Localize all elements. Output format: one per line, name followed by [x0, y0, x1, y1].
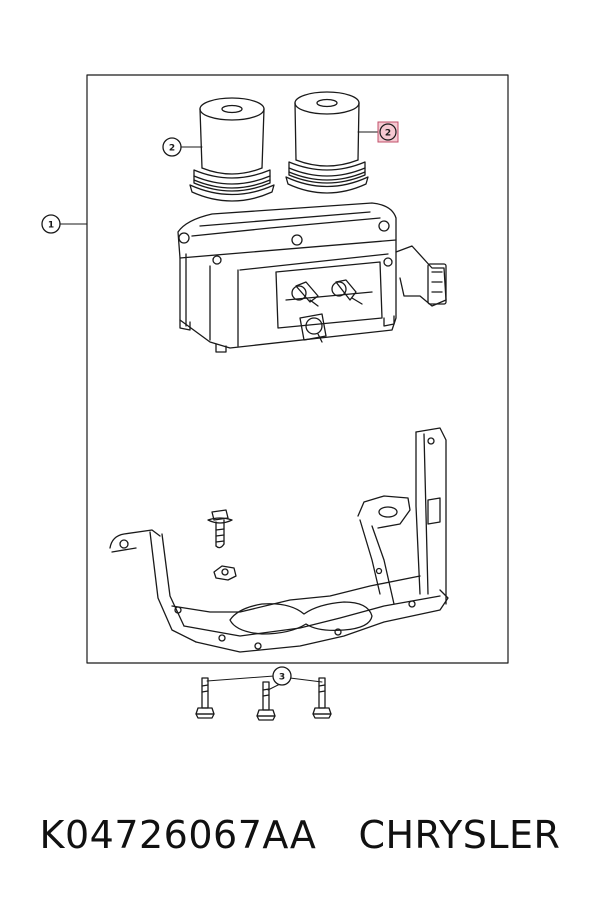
fitting-right [331, 279, 363, 305]
assembly-frame [86, 74, 509, 664]
electrical-connector [395, 245, 447, 307]
leader-line-3a [206, 675, 275, 682]
mounting-bracket [109, 427, 449, 653]
callout-2-right-label: 2 [385, 129, 391, 139]
brand-name: CHRYSLER [358, 813, 561, 857]
leader-line-3c [289, 677, 323, 683]
filter-cartridge-left [189, 97, 275, 202]
callout-3-label: 3 [279, 673, 285, 683]
part-caption: K04726067AA CHRYSLER [0, 800, 600, 870]
callout-1-label: 1 [48, 221, 54, 231]
leader-line-3b [267, 683, 281, 691]
nut [213, 565, 237, 581]
bolt-1 [195, 677, 215, 719]
fitting-left [291, 281, 319, 307]
callout-3[interactable]: 3 [272, 666, 292, 686]
callout-2-right-highlighted[interactable]: 2 [377, 121, 399, 143]
callout-2-left-label: 2 [169, 144, 175, 154]
part-number: K04726067AA [39, 813, 317, 857]
bolt-2 [256, 681, 276, 721]
filter-housing-module [177, 202, 447, 353]
fitting-bottom [299, 313, 327, 343]
callout-1[interactable]: 1 [41, 214, 61, 234]
bolt-washer [207, 509, 233, 549]
filter-cartridge-right [285, 91, 369, 194]
bolt-3 [312, 677, 332, 719]
callout-2-left[interactable]: 2 [162, 137, 182, 157]
parts-diagram: 1 2 2 3 [41, 74, 509, 721]
